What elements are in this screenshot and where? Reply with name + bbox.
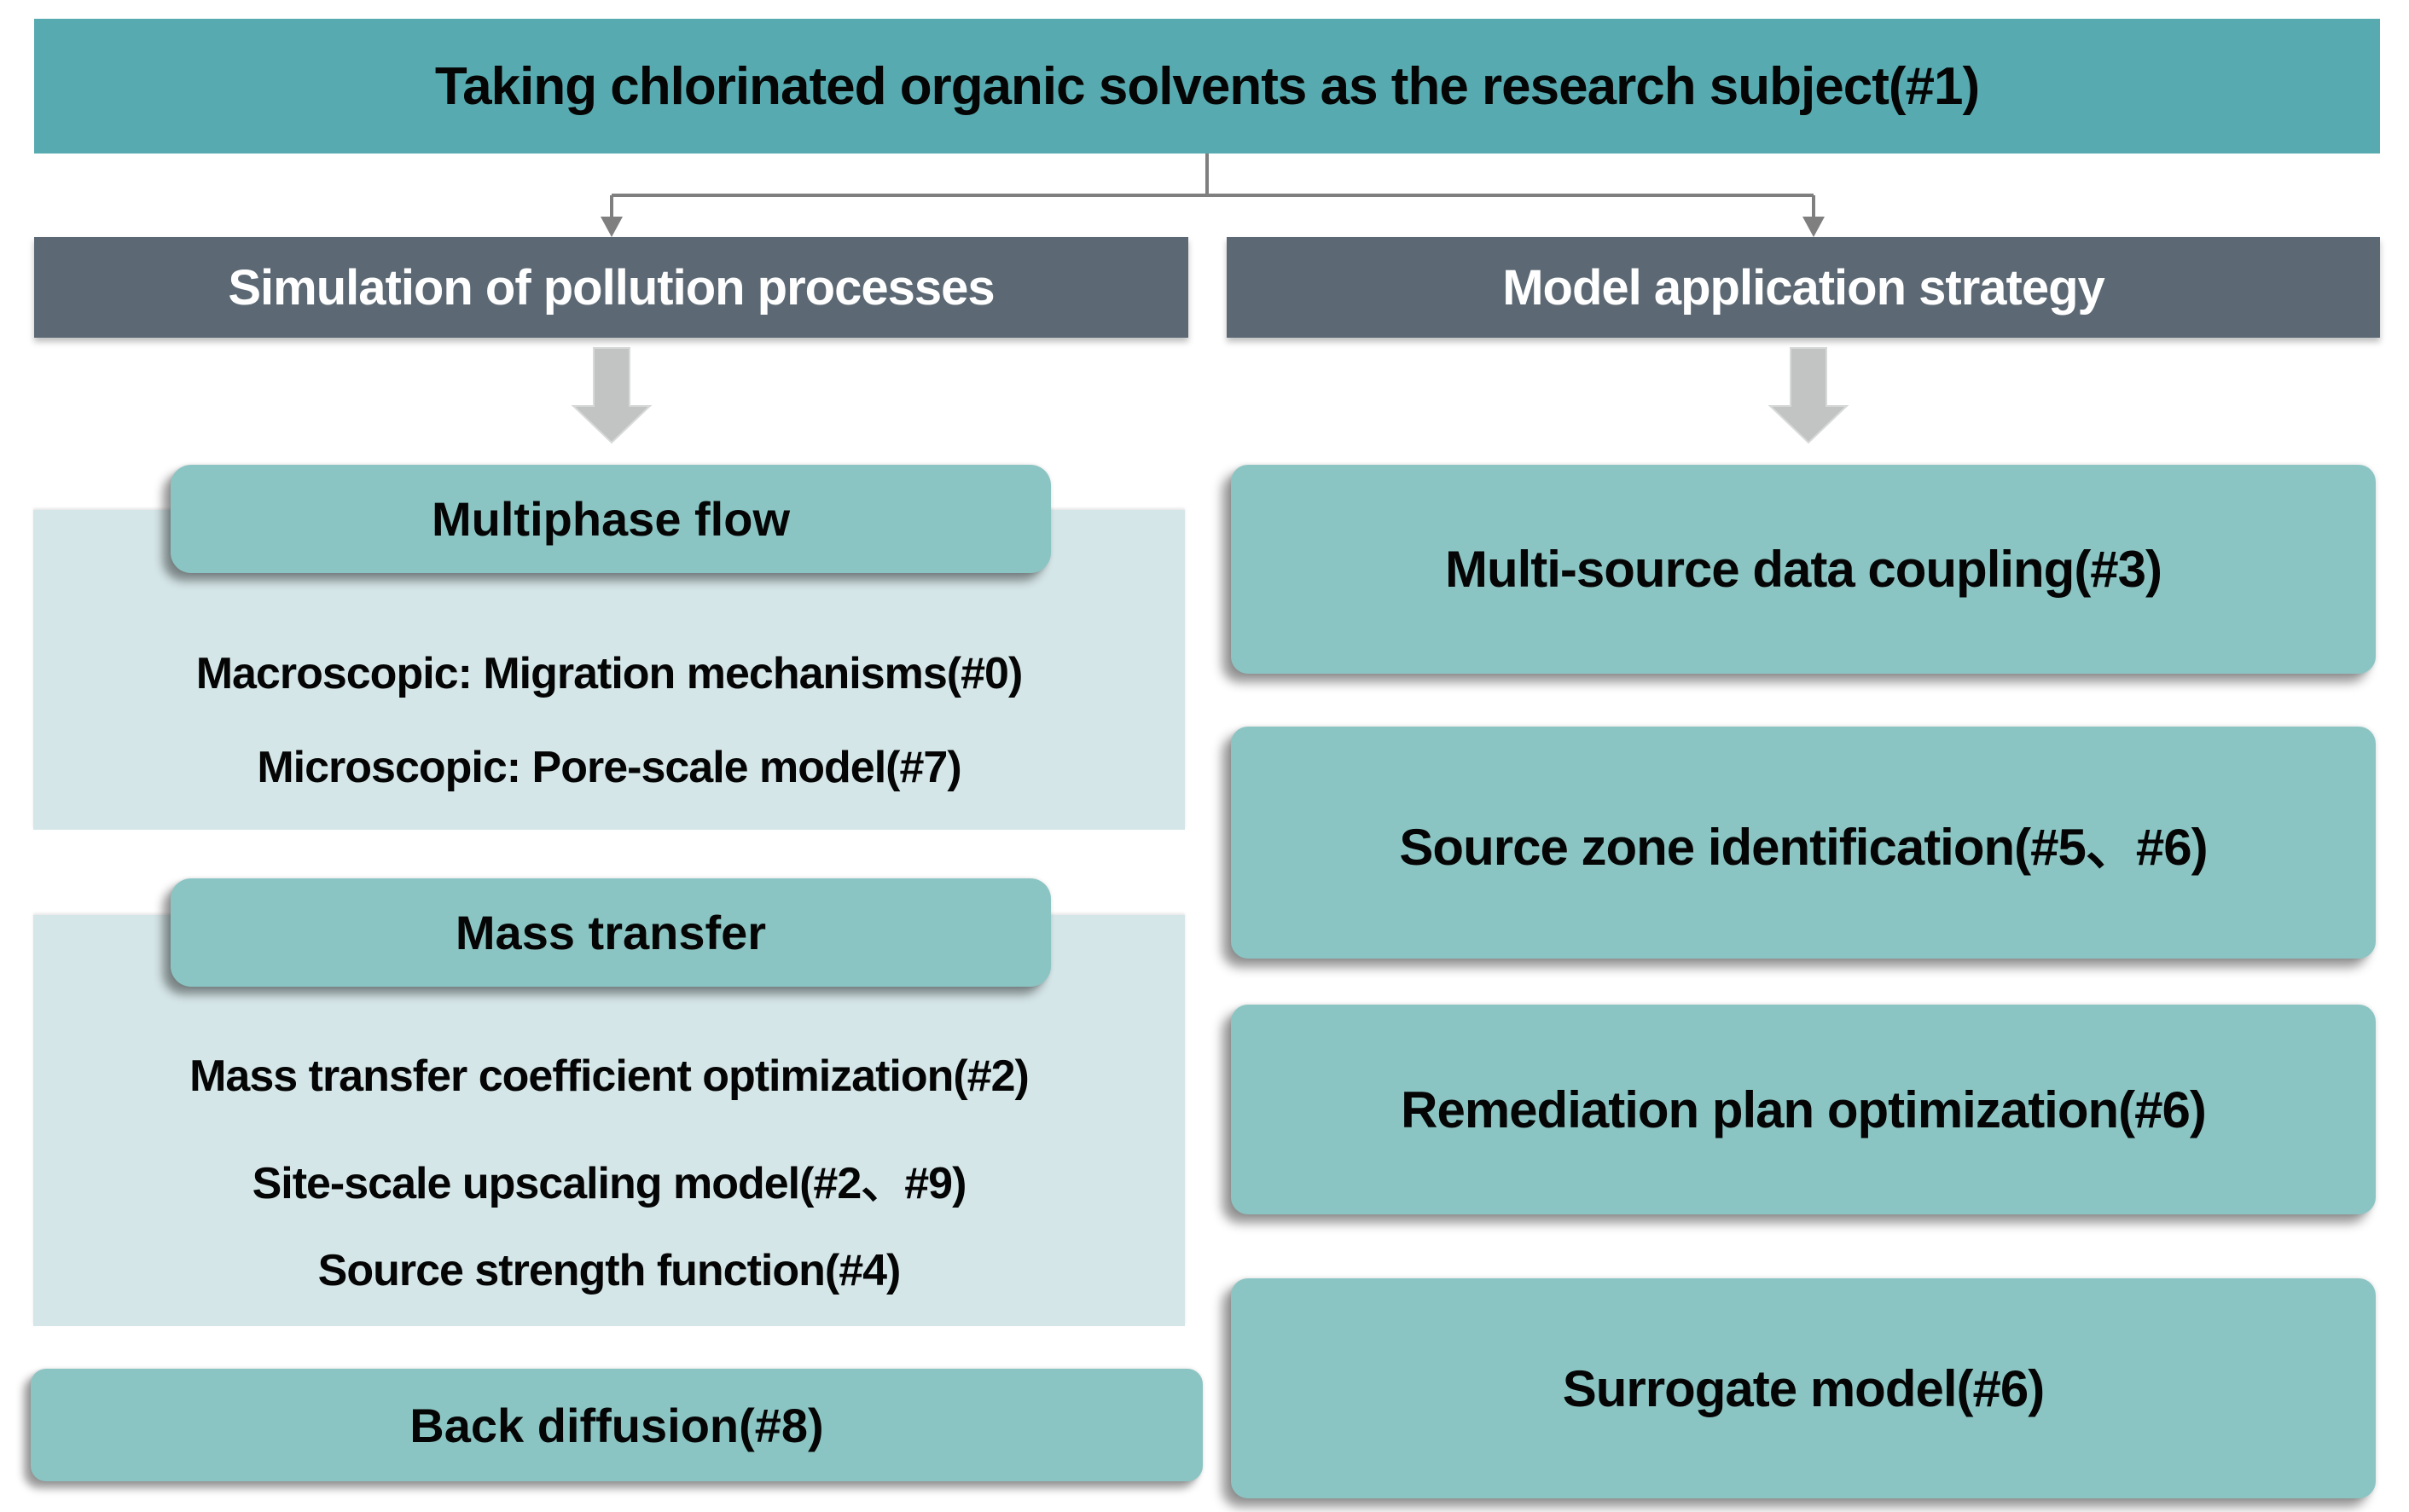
left-branch-header: Simulation of pollution processes xyxy=(34,237,1188,338)
right-branch-header: Model application strategy xyxy=(1227,237,2380,338)
source-strength-item: Source strength function(#4) xyxy=(317,1246,902,1295)
connector-arrowhead-left-icon xyxy=(601,217,623,237)
right-branch-header-label: Model application strategy xyxy=(1502,259,2105,316)
site-scale-upscaling-item: Site-scale upscaling model(#2、#9) xyxy=(252,1158,967,1208)
multiphase-flow-title: Multiphase flow xyxy=(432,492,790,546)
macroscopic-item: Macroscopic: Migration mechanisms(#0) xyxy=(195,649,1024,698)
mass-transfer-coefficient-item: Mass transfer coefficient optimization(#… xyxy=(189,1051,1030,1101)
multiphase-flow-title-box: Multiphase flow xyxy=(171,465,1051,573)
back-diffusion-label: Back diffusion(#8) xyxy=(409,1398,824,1452)
top-banner-title: Taking chlorinated organic solvents as t… xyxy=(434,56,1980,116)
surrogate-model-box: Surrogate model(#6) xyxy=(1231,1278,2376,1498)
remediation-plan-optimization-label: Remediation plan optimization(#6) xyxy=(1401,1080,2207,1138)
remediation-plan-optimization-box: Remediation plan optimization(#6) xyxy=(1231,1005,2376,1214)
mass-transfer-title-box: Mass transfer xyxy=(171,878,1051,987)
source-zone-identification-box: Source zone identification(#5、#6) xyxy=(1231,727,2376,959)
surrogate-model-label: Surrogate model(#6) xyxy=(1562,1359,2045,1417)
source-zone-identification-label: Source zone identification(#5、#6) xyxy=(1399,818,2208,876)
top-banner: Taking chlorinated organic solvents as t… xyxy=(34,19,2380,154)
left-branch-header-label: Simulation of pollution processes xyxy=(228,259,995,316)
elbow-connector-line xyxy=(610,154,1815,218)
connector-arrowhead-right-icon xyxy=(1802,217,1825,237)
block-down-arrow-right-icon xyxy=(1768,347,1849,444)
mass-transfer-title: Mass transfer xyxy=(455,906,767,959)
multi-source-data-coupling-box: Multi-source data coupling(#3) xyxy=(1231,465,2376,674)
multi-source-data-coupling-label: Multi-source data coupling(#3) xyxy=(1444,541,2162,598)
microscopic-item: Microscopic: Pore-scale model(#7) xyxy=(257,743,961,792)
back-diffusion-box: Back diffusion(#8) xyxy=(31,1369,1203,1481)
block-down-arrow-left-icon xyxy=(571,347,653,444)
